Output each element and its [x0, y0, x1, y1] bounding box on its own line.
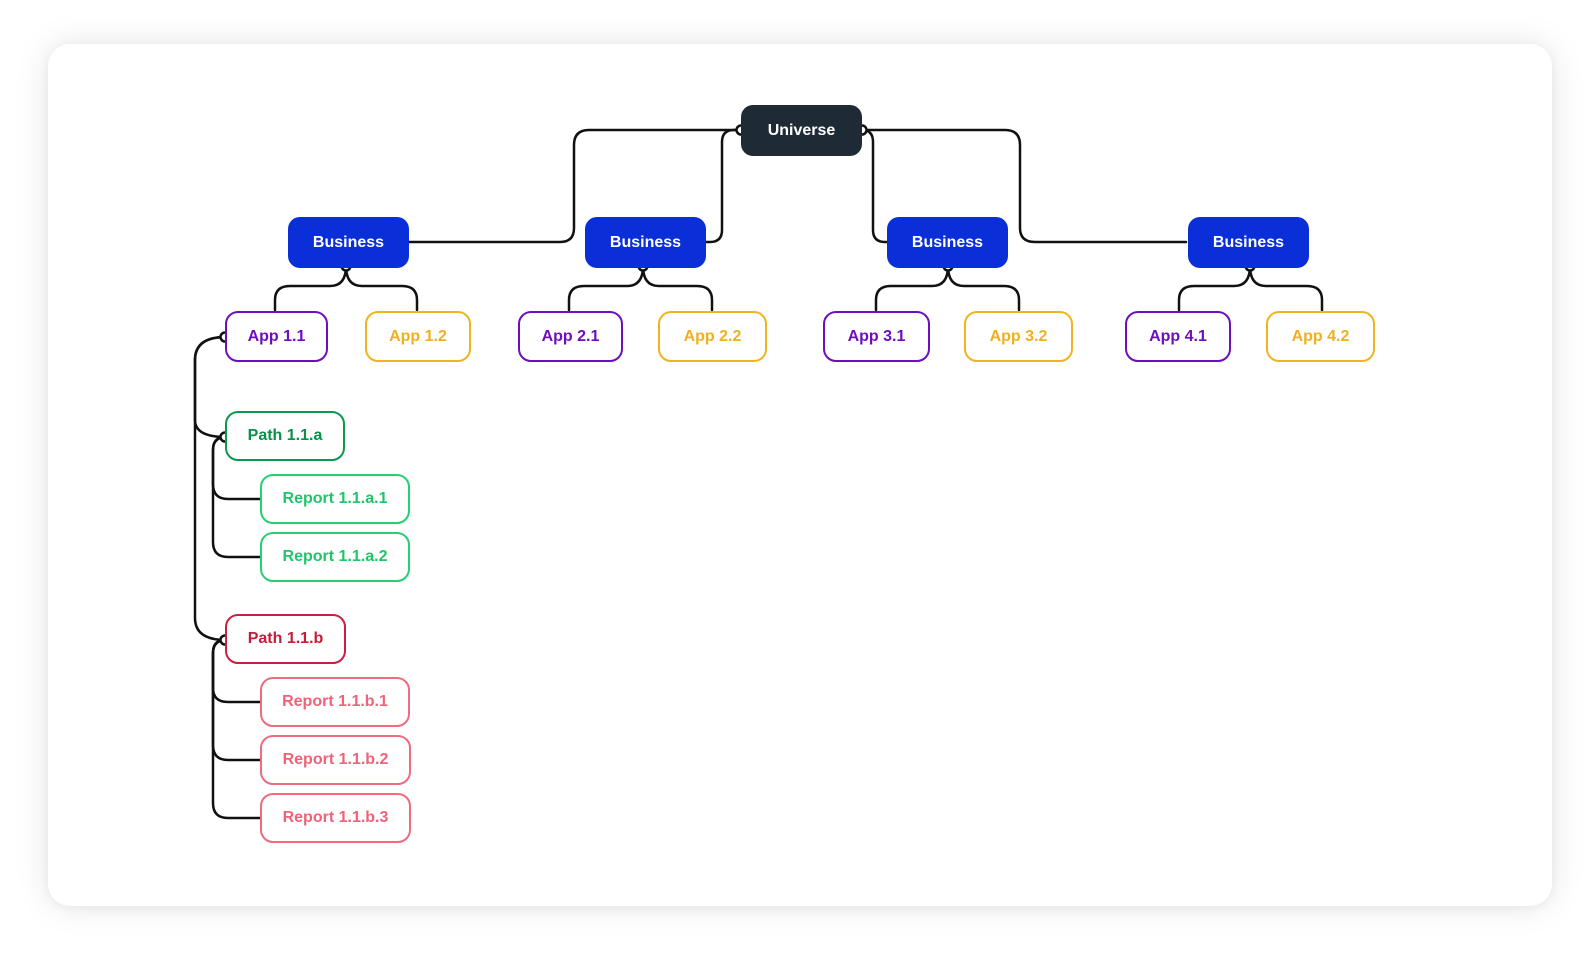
node-app-1-1[interactable]: App 1.1 — [225, 311, 328, 362]
node-report-1-1-b-3[interactable]: Report 1.1.b.3 — [260, 793, 411, 843]
node-business-1[interactable]: Business — [288, 217, 409, 268]
node-app-3-2[interactable]: App 3.2 — [964, 311, 1073, 362]
node-app-2-2[interactable]: App 2.2 — [658, 311, 767, 362]
node-app-4-2[interactable]: App 4.2 — [1266, 311, 1375, 362]
node-path-1-1-a[interactable]: Path 1.1.a — [225, 411, 345, 461]
node-business-3[interactable]: Business — [887, 217, 1008, 268]
node-app-3-1[interactable]: App 3.1 — [823, 311, 930, 362]
node-report-1-1-b-1[interactable]: Report 1.1.b.1 — [260, 677, 410, 727]
node-business-2[interactable]: Business — [585, 217, 706, 268]
node-report-1-1-b-2[interactable]: Report 1.1.b.2 — [260, 735, 411, 785]
node-business-4[interactable]: Business — [1188, 217, 1309, 268]
node-universe[interactable]: Universe — [741, 105, 862, 156]
node-app-2-1[interactable]: App 2.1 — [518, 311, 623, 362]
node-app-4-1[interactable]: App 4.1 — [1125, 311, 1231, 362]
node-report-1-1-a-1[interactable]: Report 1.1.a.1 — [260, 474, 410, 524]
node-report-1-1-a-2[interactable]: Report 1.1.a.2 — [260, 532, 410, 582]
node-app-1-2[interactable]: App 1.2 — [365, 311, 471, 362]
node-path-1-1-b[interactable]: Path 1.1.b — [225, 614, 346, 664]
